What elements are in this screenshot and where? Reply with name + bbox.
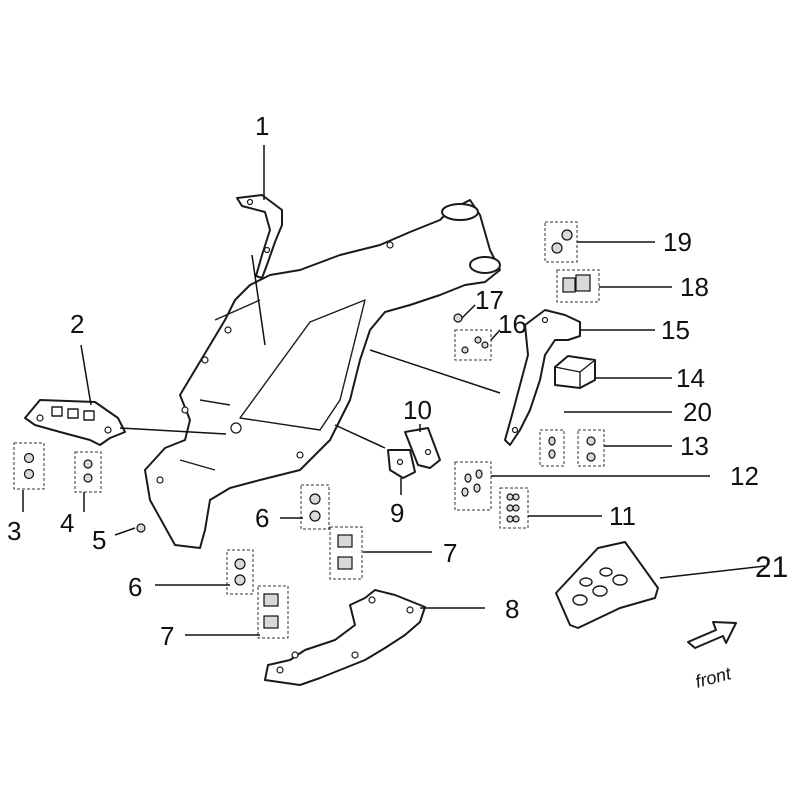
callout-2: 2 xyxy=(70,309,84,339)
callout-4: 4 xyxy=(60,508,74,538)
callout-5: 5 xyxy=(92,525,106,555)
callout-3: 3 xyxy=(7,516,21,546)
part-5-nut xyxy=(136,523,146,533)
callout-6-upper: 6 xyxy=(255,503,269,533)
part-6-nuts-upper xyxy=(300,484,330,530)
callout-12: 12 xyxy=(730,461,759,491)
callout-14: 14 xyxy=(676,363,705,393)
part-18-clamp xyxy=(556,269,600,303)
part-15-side-bracket xyxy=(504,309,581,446)
callout-7-lower: 7 xyxy=(160,621,174,651)
part-1-bracket xyxy=(236,194,283,279)
callout-20: 20 xyxy=(683,397,712,427)
part-17-nut xyxy=(453,313,463,323)
part-12-washers xyxy=(454,461,492,511)
part-20-washers xyxy=(539,429,565,467)
callout-labels: 1 2 3 4 5 6 7 6 7 8 9 10 11 12 13 14 15 … xyxy=(7,111,788,692)
callout-1: 1 xyxy=(255,111,269,141)
part-13-nuts xyxy=(577,429,605,467)
part-19-nuts xyxy=(544,221,578,263)
callout-13: 13 xyxy=(680,431,709,461)
callout-15: 15 xyxy=(661,315,690,345)
callout-8: 8 xyxy=(505,594,519,624)
callout-7-upper: 7 xyxy=(443,538,457,568)
part-7-clips-upper xyxy=(329,526,363,580)
part-11-bolts xyxy=(499,487,529,529)
callout-9: 9 xyxy=(390,498,404,528)
callout-18: 18 xyxy=(680,272,709,302)
part-9-10-brackets xyxy=(387,427,441,479)
front-arrow-icon xyxy=(687,621,737,649)
part-4-nuts xyxy=(74,451,102,493)
part-3-nuts xyxy=(13,442,45,490)
callout-16: 16 xyxy=(498,309,527,339)
callout-17: 17 xyxy=(475,285,504,315)
leader-lines xyxy=(22,145,766,636)
callout-10: 10 xyxy=(403,395,432,425)
part-8-skid-bracket xyxy=(264,589,426,686)
part-21-guard xyxy=(555,541,659,629)
part-14-block xyxy=(554,355,596,389)
part-6-nuts-lower xyxy=(226,549,254,595)
callout-6-lower: 6 xyxy=(128,572,142,602)
part-2-plate xyxy=(24,399,126,446)
main-frame xyxy=(144,199,501,549)
callout-21: 21 xyxy=(755,551,788,584)
part-7-clips-lower xyxy=(257,585,289,639)
callout-19: 19 xyxy=(663,227,692,257)
part-16-bolts xyxy=(454,329,492,361)
callout-11: 11 xyxy=(609,501,636,531)
front-label: front xyxy=(693,663,734,692)
